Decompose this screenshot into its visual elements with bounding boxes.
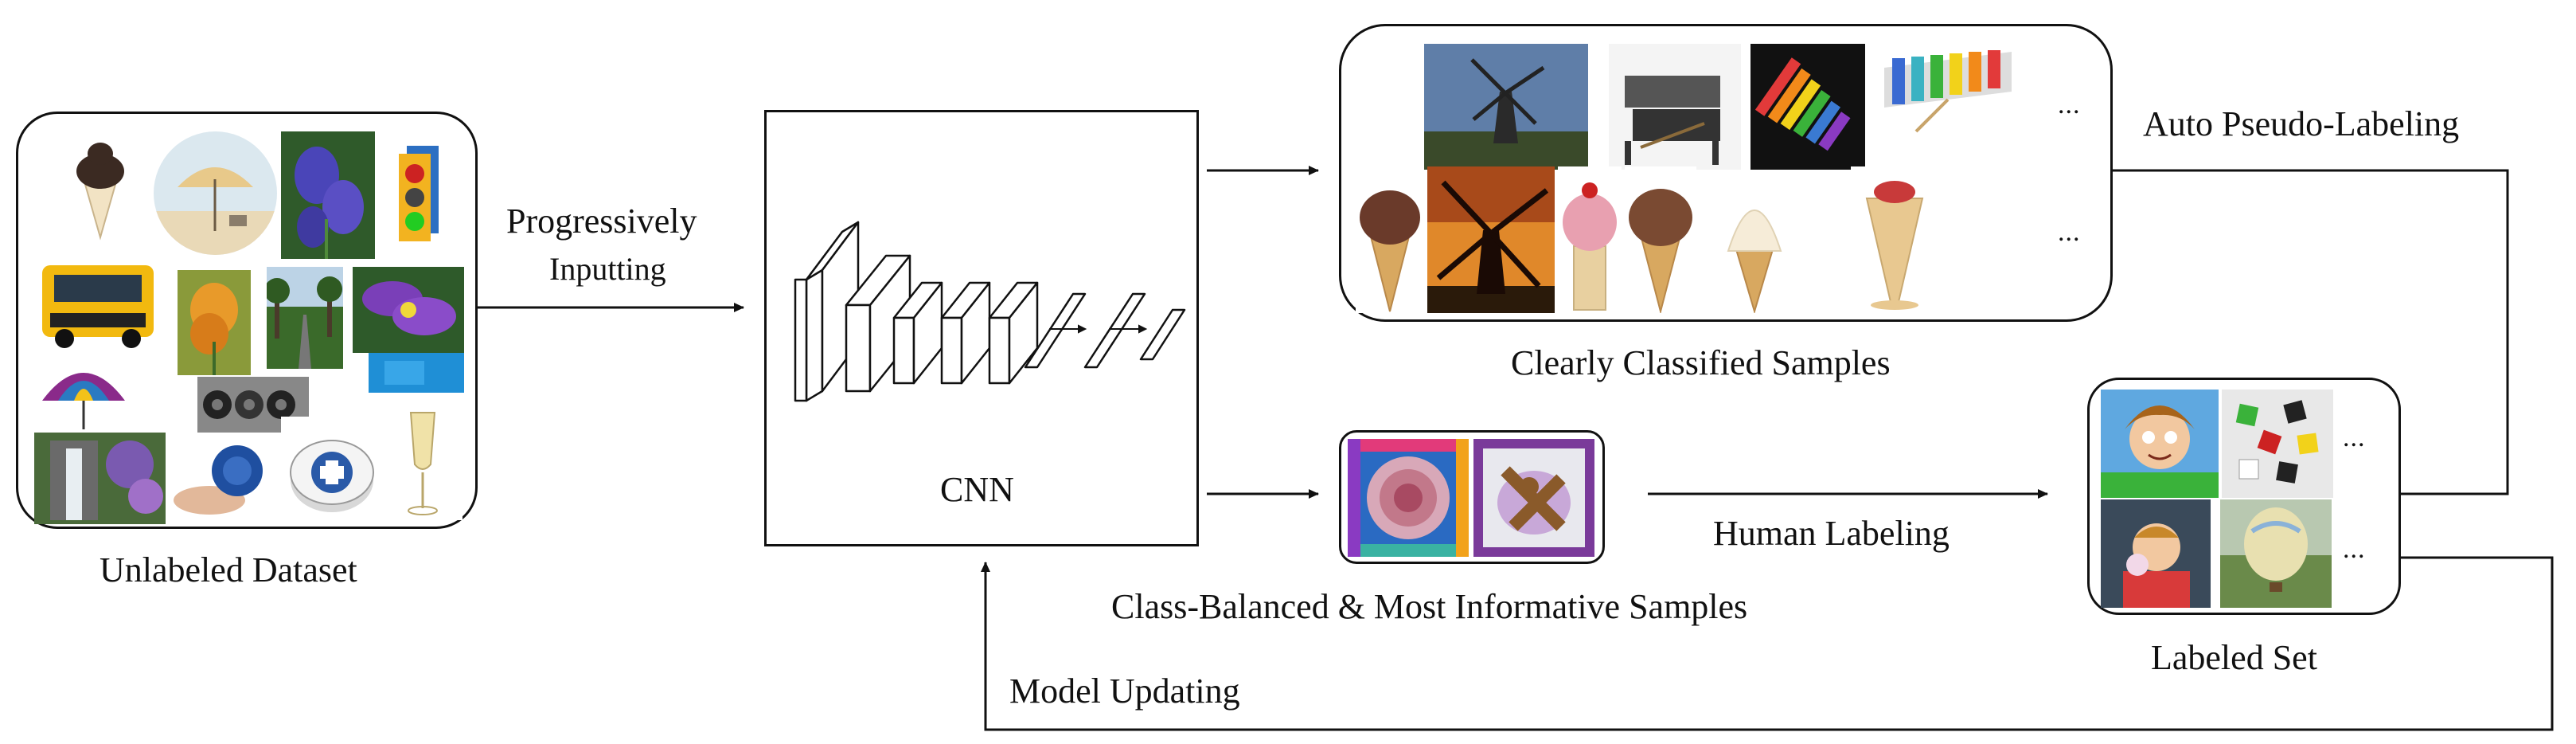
purple-iris-thumb [353,267,464,353]
unlabeled-dataset-box [16,112,478,529]
ice-cream-cone-thumb [64,138,136,241]
traffic-light-thumb [383,138,463,249]
labeled-set-label: Labeled Set [2151,638,2317,677]
yoyo-blue-thumb [170,433,281,524]
boy-ice-cream-thumb [2101,499,2211,608]
school-bus-thumb [34,257,162,353]
ice-cream-cone-tall-thumb [1851,166,1938,313]
unlabeled-dataset-label: Unlabeled Dataset [100,550,357,589]
labeled-bottom-ellipsis: ... [2343,535,2366,564]
ice-cream-vanilla-thumb [1719,178,1790,313]
informative-samples-box [1339,430,1605,564]
auto-pseudo-labeling-label: Auto Pseudo-Labeling [2143,104,2460,143]
cnn-label: CNN [940,470,1014,509]
cartoon-boy-thumb [2101,390,2219,498]
human-labeling-label: Human Labeling [1713,514,1950,553]
labeled-top-ellipsis: ... [2343,423,2366,452]
xylophone-black-thumb [1609,44,1741,170]
stained-glass-rose-thumb [1348,439,1469,557]
road-trees-thumb [267,267,343,369]
labeled-set-box: ... ... [2087,378,2401,615]
inputting-label: Inputting [549,251,666,287]
progressively-label: Progressively [506,202,697,241]
xylophone-rainbow-thumb [1751,44,1865,170]
ice-cream-strawberry-thumb [1558,166,1622,313]
class-balanced-label: Class-Balanced & Most Informative Sample… [1111,587,1748,626]
cnn-box: CNN [764,110,1199,546]
arrow-model-updating [981,556,2554,731]
model-updating-label: Model Updating [1009,672,1240,711]
umbrella-colorful-thumb [34,353,133,433]
iris-flower-yellow-thumb [178,270,251,375]
arrow-auto-pseudo-labeling [2110,169,2509,495]
hot-air-balloon-thumb [2220,499,2332,608]
yoyo-white-thumb [281,417,383,520]
xylophone-rainbow-2-thumb [1876,44,2020,136]
clearly-classified-label: Clearly Classified Samples [1511,343,1891,382]
stained-glass-figure-thumb [1473,439,1594,557]
beach-umbrella-thumb [154,131,277,255]
clearly-classified-box: ... ... [1339,24,2113,322]
top-row-ellipsis: ... [2058,90,2081,119]
iris-flower-thumb [281,131,375,259]
cnn-architecture-icon [794,221,1186,402]
blue-square-thumb [369,353,464,393]
dice-thumb [2222,390,2333,498]
windmill-sunset-thumb [1427,166,1555,313]
ice-cream-chocolate-thumb [1356,170,1424,313]
ice-cream-chocolate-2-thumb [1625,166,1696,313]
windmill-sky-thumb [1424,44,1588,170]
waterfall-thumb [34,433,166,524]
champagne-glass-thumb [383,401,463,520]
bottom-row-ellipsis: ... [2058,217,2081,247]
